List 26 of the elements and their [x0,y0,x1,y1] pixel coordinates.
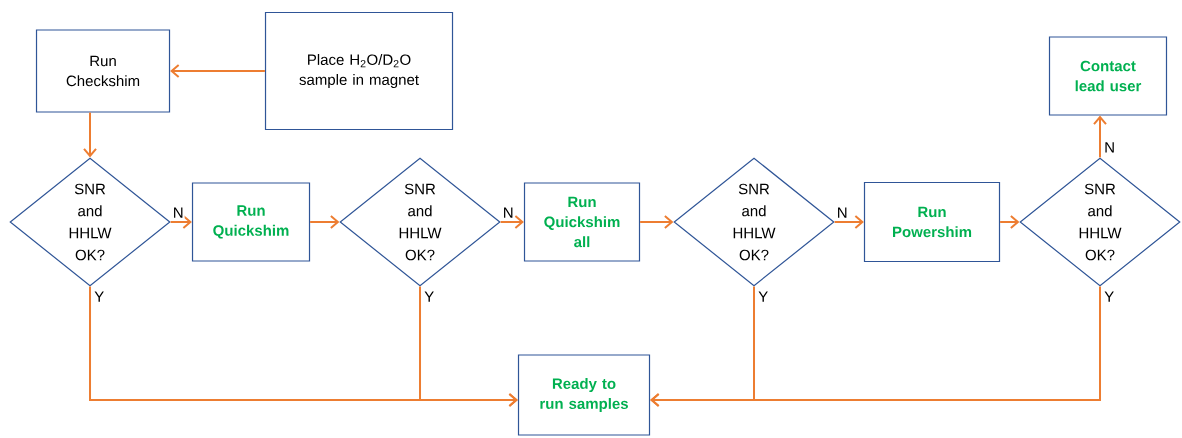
process-box: Place H$_{2}$O/D$_{2}$O sample in magnet [264,11,454,131]
edge-label: Y [423,290,436,303]
arrow [999,215,1020,229]
process-box: Ready to run samples [517,354,651,436]
arrow [1093,115,1107,159]
process-box: Run Quickshim all [523,182,641,262]
arrow [419,285,518,407]
process-box: Run Quickshim [191,182,311,262]
arrow [83,111,97,158]
edge-label: N [1103,141,1117,154]
edge-label: Y [1103,290,1116,303]
process-box: Run Checkshim [35,29,171,113]
arrow [169,215,192,229]
arrow [170,64,266,78]
edge-label: Y [93,290,106,303]
edge-label: N [835,206,849,219]
process-box: Run Powershim [863,181,1001,263]
arrow [309,215,340,229]
edge-label: Y [757,290,770,303]
edge-label: N [501,206,515,219]
edge-label: N [171,206,185,219]
arrow [650,285,1101,407]
arrow [499,215,524,229]
arrow [639,215,674,229]
process-box: Contact lead user [1048,36,1168,116]
arrow [833,215,864,229]
